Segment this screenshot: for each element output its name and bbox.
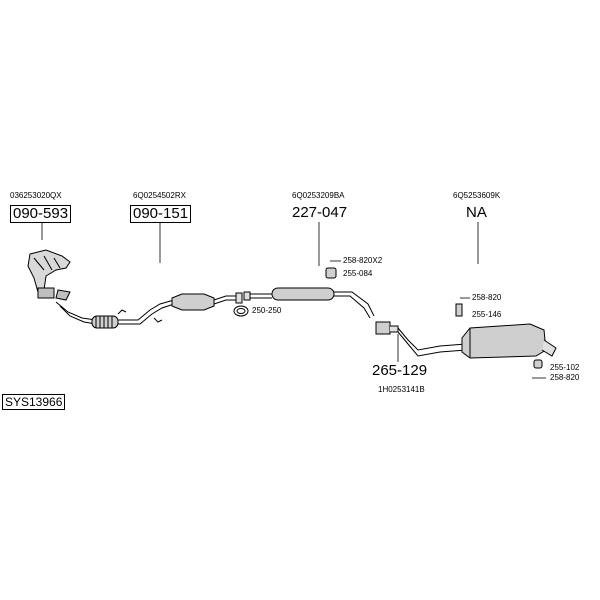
part-code-manifold[interactable]: 090-593 <box>10 205 72 223</box>
front-pipe-icon <box>243 287 375 319</box>
oem-ref-catalyst: 6Q0254502RX <box>133 191 186 200</box>
oem-ref-middle-pipe: 1H0253141B <box>378 385 425 394</box>
rubber-mount-icon <box>325 267 337 279</box>
intermediate-pipe <box>118 299 175 325</box>
part-code-middle-pipe[interactable]: 265-129 <box>372 362 428 379</box>
rear-hanger-icon <box>455 303 543 369</box>
rear-silencer-icon <box>461 323 557 359</box>
middle-pipe-flange-icon <box>375 321 399 335</box>
clamp-icon <box>233 305 249 317</box>
part-code-catalyst[interactable]: 090-151 <box>130 205 192 223</box>
fitting-code-3[interactable]: 250-250 <box>252 306 282 315</box>
fitting-code-5[interactable]: 255-146 <box>472 310 502 319</box>
middle-pipe <box>397 327 467 357</box>
system-code: SYS13966 <box>2 394 66 410</box>
part-code-rear-silencer[interactable]: NA <box>466 204 487 221</box>
fitting-code-7[interactable]: 258-820 <box>550 373 580 382</box>
oem-ref-front-pipe: 6Q0253209BA <box>292 191 345 200</box>
fitting-code-2[interactable]: 255-084 <box>343 269 373 278</box>
pipe-arrow-icon-2 <box>153 317 163 323</box>
fitting-code-4[interactable]: 258-820 <box>472 293 502 302</box>
pipe-arrow-icon <box>117 309 127 315</box>
oem-ref-rear-silencer: 6Q5253609K <box>453 191 501 200</box>
catalytic-converter-icon <box>171 292 243 311</box>
oem-ref-manifold: 036253020QX <box>10 191 62 200</box>
fitting-code-6[interactable]: 255-102 <box>550 363 580 372</box>
flex-pipe-icon <box>55 301 119 329</box>
part-code-front-pipe[interactable]: 227-047 <box>292 204 348 221</box>
fitting-code-1[interactable]: 258-820X2 <box>343 256 383 265</box>
exhaust-manifold-icon <box>27 249 71 301</box>
